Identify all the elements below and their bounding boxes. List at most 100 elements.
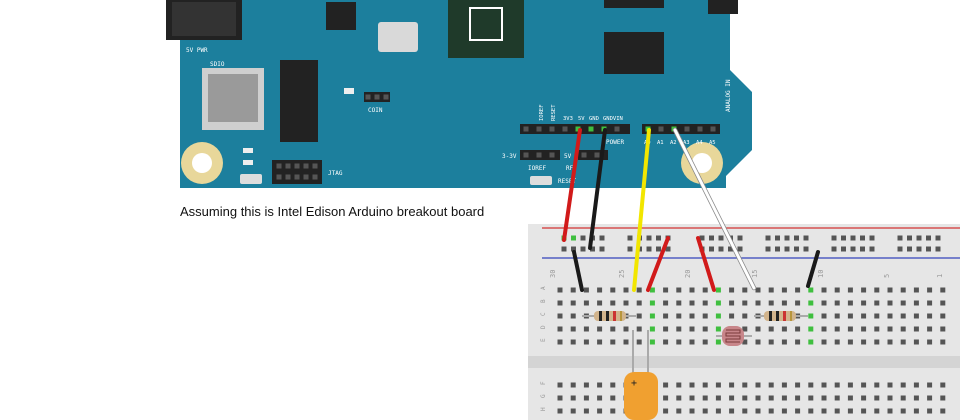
terminal-hole — [913, 408, 919, 414]
label-a2: A2 — [670, 140, 677, 146]
header-pin — [594, 152, 600, 158]
rail-hole — [860, 235, 865, 241]
terminal-hole — [847, 300, 853, 306]
terminal-hole — [768, 395, 774, 401]
rail-hole — [709, 246, 714, 252]
terminal-hole — [610, 326, 616, 332]
terminal-hole — [557, 395, 563, 401]
rail-hole — [850, 235, 856, 241]
terminal-hole — [927, 326, 933, 332]
analog-header — [642, 124, 720, 134]
rail-hole — [571, 246, 576, 252]
label-3-3v: 3-3V — [502, 153, 517, 160]
terminal-hole — [874, 395, 880, 401]
rail-hole — [775, 246, 780, 252]
power-header — [520, 124, 630, 134]
terminal-hole — [649, 300, 655, 306]
terminal-hole — [940, 339, 946, 345]
rail-hole — [926, 235, 931, 241]
terminal-hole — [702, 395, 708, 401]
rail-hole — [784, 246, 790, 252]
terminal-hole — [808, 287, 814, 293]
terminal-hole — [861, 395, 867, 401]
terminal-hole — [597, 326, 603, 332]
rail-hole — [737, 246, 743, 252]
terminal-hole — [689, 287, 695, 293]
wire-rail-black-left — [572, 250, 584, 292]
terminal-hole — [636, 326, 642, 332]
terminal-hole — [768, 326, 774, 332]
terminal-hole — [729, 395, 735, 401]
terminal-hole — [768, 382, 774, 388]
rail-hole — [794, 235, 799, 241]
terminal-hole — [755, 326, 761, 332]
header-pin — [312, 174, 318, 180]
terminal-hole — [676, 300, 682, 306]
header-pin — [581, 152, 587, 158]
terminal-hole — [610, 339, 616, 345]
terminal-hole — [808, 408, 814, 414]
terminal-hole — [821, 408, 827, 414]
terminal-hole — [755, 300, 761, 306]
led-small-2 — [243, 160, 253, 165]
terminal-hole — [781, 408, 787, 414]
label-pin-gnd: GND — [589, 116, 599, 122]
terminal-hole — [900, 382, 906, 388]
terminal-hole — [742, 395, 748, 401]
led-white — [344, 88, 354, 94]
terminal-hole — [927, 313, 933, 319]
rail-hole — [897, 246, 903, 252]
resistor-right — [754, 311, 808, 321]
terminal-hole — [768, 287, 774, 293]
header-pin — [285, 163, 291, 169]
terminal-hole — [663, 300, 669, 306]
rail-hole — [599, 246, 605, 252]
rail-hole — [794, 246, 799, 252]
terminal-hole — [755, 382, 761, 388]
terminal-hole — [557, 300, 563, 306]
terminal-hole — [821, 313, 827, 319]
resistor-left-band-2 — [606, 311, 609, 321]
terminal-hole — [715, 339, 721, 345]
terminal-hole — [729, 300, 735, 306]
rail-hole — [935, 235, 941, 241]
edison-breakout-board: 5V PWR SDIO COIN JTAG IOREF RESET 3V3 — [166, 0, 752, 188]
resistor-left-band-1 — [599, 311, 602, 321]
terminal-hole — [729, 408, 735, 414]
header-pin — [374, 94, 380, 100]
terminal-hole — [821, 326, 827, 332]
label-a4: A4 — [696, 140, 703, 146]
terminal-hole — [649, 326, 655, 332]
terminal-hole — [795, 382, 801, 388]
terminal-hole — [781, 395, 787, 401]
capacitor-plus-mark: + — [631, 378, 637, 389]
terminal-hole — [583, 408, 589, 414]
rail-hole — [831, 246, 837, 252]
rail-hole — [860, 246, 865, 252]
terminal-hole — [913, 339, 919, 345]
terminal-hole — [597, 300, 603, 306]
terminal-hole — [597, 395, 603, 401]
terminal-hole — [715, 287, 721, 293]
rail-hole — [916, 246, 922, 252]
row-letter-d: D — [540, 325, 547, 329]
rail-hole — [850, 246, 856, 252]
terminal-hole — [583, 395, 589, 401]
resistor-left — [582, 311, 636, 321]
header-pin — [523, 126, 529, 132]
ioref-jumper-2 — [578, 150, 608, 160]
terminal-hole — [597, 382, 603, 388]
terminal-hole — [689, 300, 695, 306]
reset-button[interactable] — [530, 176, 552, 185]
terminal-hole — [874, 326, 880, 332]
rail-hole — [665, 246, 671, 252]
label-ioref-top: IOREF — [539, 104, 545, 121]
resistor-left-band-3 — [613, 311, 616, 321]
label-pin-3v3: 3V3 — [563, 116, 573, 122]
terminal-hole — [636, 300, 642, 306]
terminal-hole — [715, 300, 721, 306]
terminal-hole — [900, 313, 906, 319]
mount-hole-left-inner — [192, 153, 212, 173]
terminal-hole — [610, 287, 616, 293]
header-pin — [575, 126, 581, 132]
